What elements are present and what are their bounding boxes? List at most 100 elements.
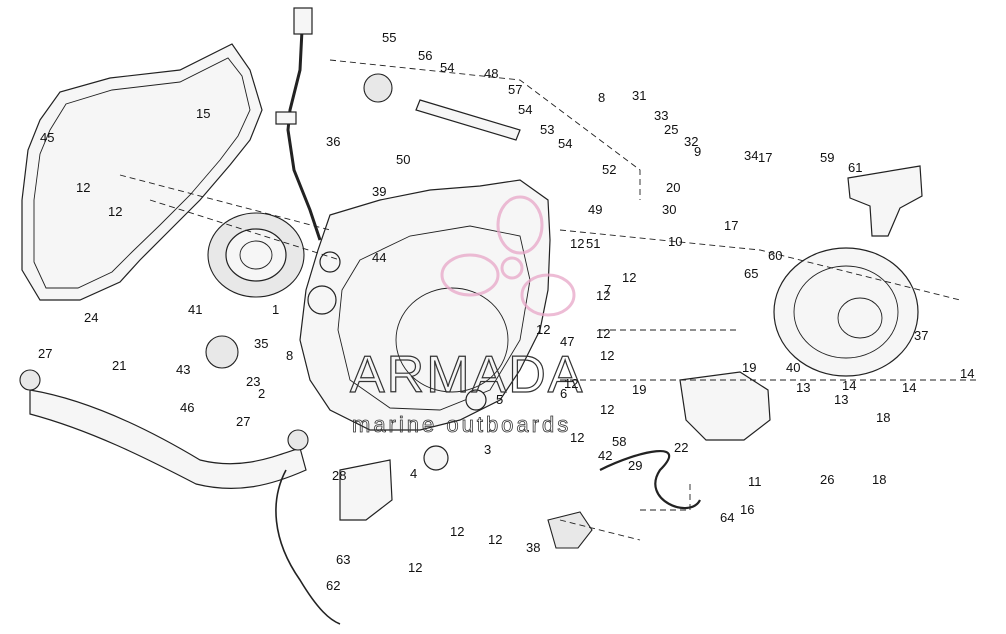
callout-label: 42 (598, 448, 612, 463)
gear-shaft (415, 99, 521, 141)
callout-label: 58 (612, 434, 626, 449)
callout-label: 62 (326, 578, 340, 593)
callout-label: 50 (396, 152, 410, 167)
callout-label: 18 (872, 472, 886, 487)
callout-label: 13 (834, 392, 848, 407)
callout-label: 11 (748, 474, 762, 489)
callout-label: 16 (740, 502, 754, 517)
callout-label: 37 (914, 328, 928, 343)
callout-label: 12 (536, 322, 550, 337)
callout-label: 57 (508, 82, 522, 97)
callout-label: 61 (848, 160, 862, 175)
watermark-brand: ARMADA (350, 346, 584, 404)
stator-assembly (207, 212, 305, 298)
gear-56 (363, 73, 393, 103)
callout-label: 15 (196, 106, 210, 121)
clamp-27 (19, 369, 41, 391)
bracket (339, 459, 393, 521)
callout-label: 12 (600, 348, 614, 363)
callout-label: 44 (372, 250, 386, 265)
callout-label: 20 (666, 180, 680, 195)
callout-label: 63 (336, 552, 350, 567)
callout-label: 65 (744, 266, 758, 281)
callout-label: 8 (286, 348, 293, 363)
callout-label: 17 (758, 150, 772, 165)
gear-43 (205, 335, 239, 369)
clamp-27b (287, 429, 309, 451)
callout-label: 54 (440, 60, 454, 75)
callout-label: 10 (668, 234, 682, 249)
callout-label: 49 (588, 202, 602, 217)
callout-label: 55 (382, 30, 396, 45)
callout-label: 54 (518, 102, 532, 117)
callout-label: 34 (744, 148, 758, 163)
callout-label: 54 (558, 136, 572, 151)
watermark-tagline: marine outboards (352, 412, 571, 437)
callout-label: 7 (604, 282, 611, 297)
callout-label: 48 (484, 66, 498, 81)
callout-label: 36 (326, 134, 340, 149)
callout-label: 38 (526, 540, 540, 555)
crankcase-cover (299, 179, 551, 431)
callout-label: 12 (450, 524, 464, 539)
callout-label: 32 (684, 134, 698, 149)
logo-petal-top (496, 195, 544, 255)
callout-label: 35 (254, 336, 268, 351)
bearing-44 (319, 251, 341, 273)
callout-label: 12 (564, 376, 578, 391)
wire-harness (286, 29, 322, 241)
watermark-logo (440, 195, 576, 317)
callout-label: 22 (674, 440, 688, 455)
callout-label: 12 (570, 236, 584, 251)
water-hose-46 (29, 389, 307, 489)
callout-label: 12 (600, 402, 614, 417)
seal-3 (423, 445, 449, 471)
callout-label: 12 (408, 560, 422, 575)
bearing-1 (307, 285, 337, 315)
logo-center (500, 256, 524, 280)
callout-label: 2 (258, 386, 265, 401)
callout-label: 17 (724, 218, 738, 233)
callout-label: 12 (596, 326, 610, 341)
callout-label: 12 (570, 430, 584, 445)
bearing-5 (465, 389, 487, 411)
callout-label: 40 (786, 360, 800, 375)
callout-label: 39 (372, 184, 386, 199)
callout-label: 52 (602, 162, 616, 177)
callout-label: 60 (768, 248, 782, 263)
callout-label: 43 (176, 362, 190, 377)
callout-label: 56 (418, 48, 432, 63)
callout-label: 1 (272, 302, 279, 317)
callout-label: 29 (628, 458, 642, 473)
callout-label: 33 (654, 108, 668, 123)
callout-label: 9 (694, 144, 701, 159)
callout-label: 3 (484, 442, 491, 457)
callout-label: 30 (662, 202, 676, 217)
callout-label: 53 (540, 122, 554, 137)
callout-label: 13 (796, 380, 810, 395)
callout-label: 21 (112, 358, 126, 373)
impeller (547, 511, 593, 549)
logo-petal-left (440, 253, 500, 297)
callout-label: 14 (902, 380, 916, 395)
callout-label: 14 (960, 366, 974, 381)
callout-label: 6 (560, 386, 567, 401)
callout-label: 12 (596, 288, 610, 303)
callout-label: 12 (488, 532, 502, 547)
water-hose-42 (599, 450, 701, 510)
callout-label: 19 (632, 382, 646, 397)
callout-label: 24 (84, 310, 98, 325)
callout-label: 59 (820, 150, 834, 165)
callout-label: 12 (76, 180, 90, 195)
callout-label: 12 (622, 270, 636, 285)
callout-label: 27 (38, 346, 52, 361)
callout-label: 45 (40, 130, 54, 145)
callout-label: 27 (236, 414, 250, 429)
callout-label: 19 (742, 360, 756, 375)
callout-label: 8 (598, 90, 605, 105)
throttle-cable (275, 469, 341, 625)
callout-label: 28 (332, 468, 346, 483)
water-pump-housing (679, 371, 771, 441)
callout-label: 23 (246, 374, 260, 389)
